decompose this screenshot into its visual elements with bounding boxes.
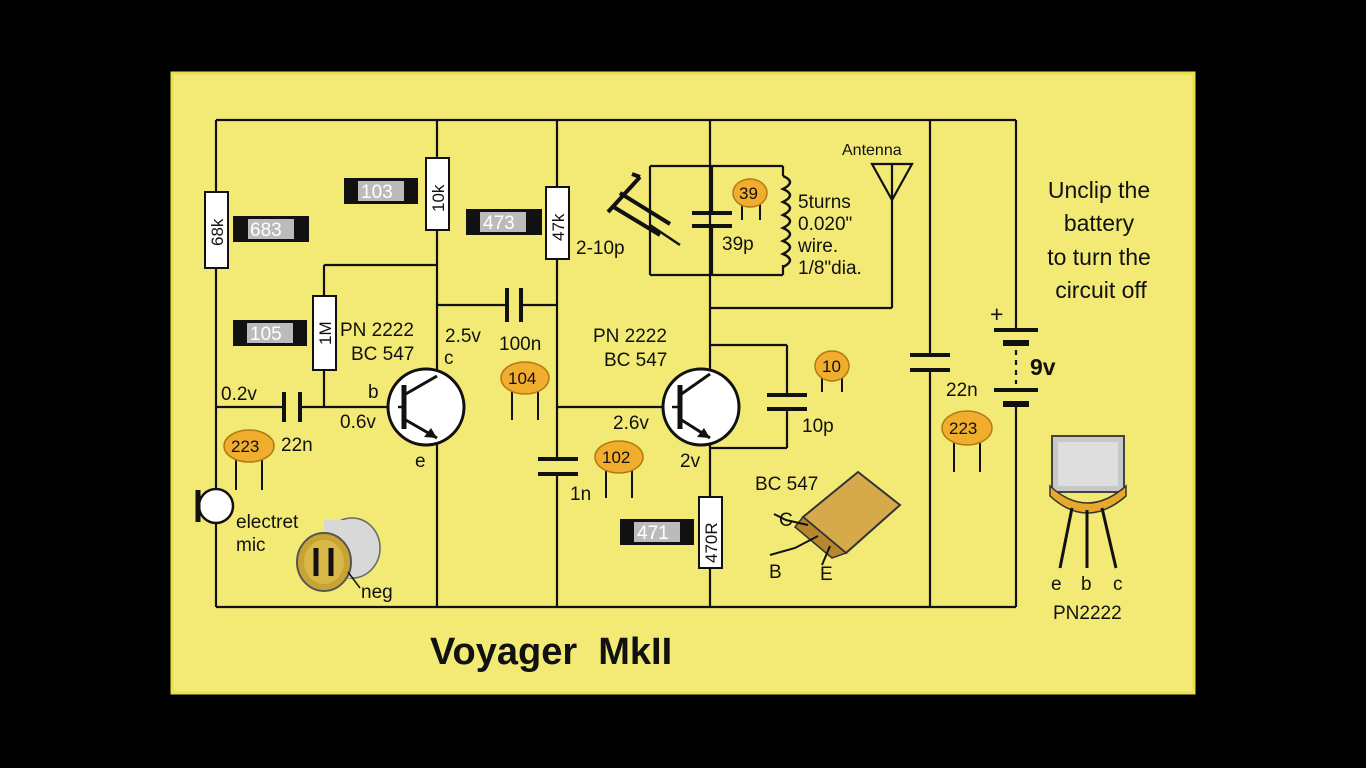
battery-symbol <box>994 328 1038 407</box>
bc547-pin-b: B <box>769 562 782 583</box>
resistor-1m: 1M <box>312 295 337 371</box>
capacitor-plates <box>282 211 950 476</box>
battery-plus: + <box>990 301 1003 327</box>
pn2222-package <box>1049 435 1127 569</box>
svg-text:223: 223 <box>231 437 259 456</box>
ceramic-cap-223-left: 223 <box>223 429 275 490</box>
bc547-pin-e: E <box>820 564 833 585</box>
battery-note-line-3: to turn the <box>1047 244 1151 270</box>
ceramic-cap-102: 102 <box>594 440 644 498</box>
smd-resistor-105: 105 <box>233 320 307 346</box>
collector1-voltage: 2.5v <box>445 326 481 347</box>
resistor-68k: 68k <box>204 191 229 269</box>
ceramic-cap-39: 39 <box>732 178 768 220</box>
tank-coil <box>780 174 792 269</box>
c10p-label: 10p <box>802 416 834 437</box>
smd-resistor-683: 683 <box>233 216 309 242</box>
ceramic-cap-223-right: 223 <box>941 410 993 472</box>
trimmer-label: 2-10p <box>576 238 625 259</box>
diagram-title: Voyager MkII <box>430 631 672 673</box>
electret-mic-body <box>296 517 381 592</box>
base1-voltage: 0.6v <box>340 412 376 433</box>
smd-resistor-471: 471 <box>620 519 694 545</box>
svg-text:39: 39 <box>739 184 758 203</box>
resistor-10k: 10k <box>425 157 450 231</box>
mic-label-2: mic <box>236 535 266 556</box>
svg-text:103: 103 <box>361 182 393 203</box>
ceramic-cap-10: 10 <box>814 350 850 392</box>
coil-label-4: 1/8"dia. <box>798 258 862 279</box>
transistor-right <box>661 367 741 447</box>
emitter2-voltage: 2v <box>680 451 701 472</box>
battery-voltage: 9v <box>1030 354 1056 380</box>
svg-text:102: 102 <box>602 448 630 467</box>
svg-text:473: 473 <box>483 213 515 234</box>
c22n-right-label: 22n <box>946 380 978 401</box>
pin-b-label: b <box>368 382 379 403</box>
svg-text:10k: 10k <box>429 184 448 212</box>
smd-resistor-473: 473 <box>466 209 542 235</box>
svg-text:47k: 47k <box>549 213 568 241</box>
battery-note-line-2: battery <box>1064 210 1135 236</box>
neg-label: neg <box>361 582 393 603</box>
transistor-left <box>386 367 466 447</box>
t1-type-1: PN 2222 <box>340 320 414 341</box>
antenna-symbol <box>870 162 914 203</box>
svg-text:471: 471 <box>637 523 669 544</box>
coil-label-3: wire. <box>797 236 838 257</box>
pn2222-pin-b: b <box>1081 574 1092 595</box>
svg-text:1M: 1M <box>316 321 335 345</box>
svg-text:105: 105 <box>250 324 282 345</box>
battery-note-line-1: Unclip the <box>1048 177 1150 203</box>
t1-type-2: BC 547 <box>351 344 414 365</box>
t2-type-1: PN 2222 <box>593 326 667 347</box>
pn2222-pin-c: c <box>1113 574 1123 595</box>
c100n-label: 100n <box>499 334 541 355</box>
pin-c-label: c <box>444 348 454 369</box>
svg-text:683: 683 <box>250 220 282 241</box>
base2-voltage: 2.6v <box>613 413 649 434</box>
coil-label-2: 0.020" <box>798 214 852 235</box>
pn2222-label: PN2222 <box>1053 603 1122 624</box>
pin-e-label: e <box>415 451 426 472</box>
bc547-package <box>769 470 902 566</box>
smd-resistor-103: 103 <box>344 178 418 204</box>
t2-type-2: BC 547 <box>604 350 667 371</box>
resistor-470r: 470R <box>698 496 723 569</box>
mic-label-1: electret <box>236 512 299 533</box>
coil-label-1: 5turns <box>798 192 851 213</box>
c39p-label: 39p <box>722 234 754 255</box>
bc547-pin-c: C <box>779 510 793 531</box>
mic-voltage: 0.2v <box>221 384 257 405</box>
electret-mic-symbol <box>195 487 235 525</box>
svg-text:104: 104 <box>508 369 536 388</box>
svg-text:223: 223 <box>949 419 977 438</box>
svg-text:10: 10 <box>822 357 841 376</box>
trimmer-capacitor <box>606 172 681 247</box>
c22n-left-label: 22n <box>281 435 313 456</box>
svg-text:470R: 470R <box>702 522 721 563</box>
svg-text:68k: 68k <box>208 218 227 246</box>
antenna-label: Antenna <box>842 142 902 159</box>
circuit-wires <box>214 118 1018 609</box>
ceramic-cap-104: 104 <box>500 361 550 420</box>
bc547-package-label: BC 547 <box>755 474 818 495</box>
c1n-label: 1n <box>570 484 591 505</box>
pn2222-pin-e: e <box>1051 574 1062 595</box>
battery-note-line-4: circuit off <box>1055 277 1147 303</box>
resistor-47k: 47k <box>545 186 570 260</box>
